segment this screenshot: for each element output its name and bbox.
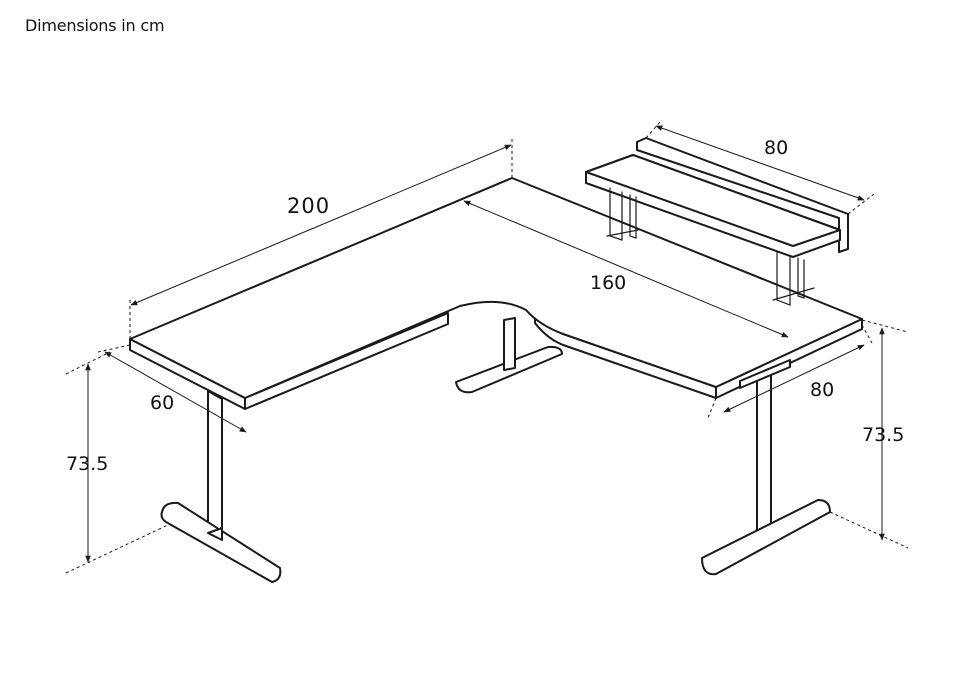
- dimension-lines: [65, 121, 909, 574]
- dimensions-caption: Dimensions in cm: [25, 16, 165, 35]
- dim-label-60: 60: [150, 392, 174, 414]
- dim-label-depth-80: 80: [810, 379, 834, 401]
- dim-label-200: 200: [287, 194, 330, 218]
- dim-label-height-left: 73.5: [66, 453, 108, 475]
- dim-label-160: 160: [590, 272, 626, 294]
- left-leg: [160, 390, 282, 583]
- dim-label-shelf-80: 80: [764, 137, 788, 159]
- dim-label-height-right: 73.5: [862, 424, 904, 446]
